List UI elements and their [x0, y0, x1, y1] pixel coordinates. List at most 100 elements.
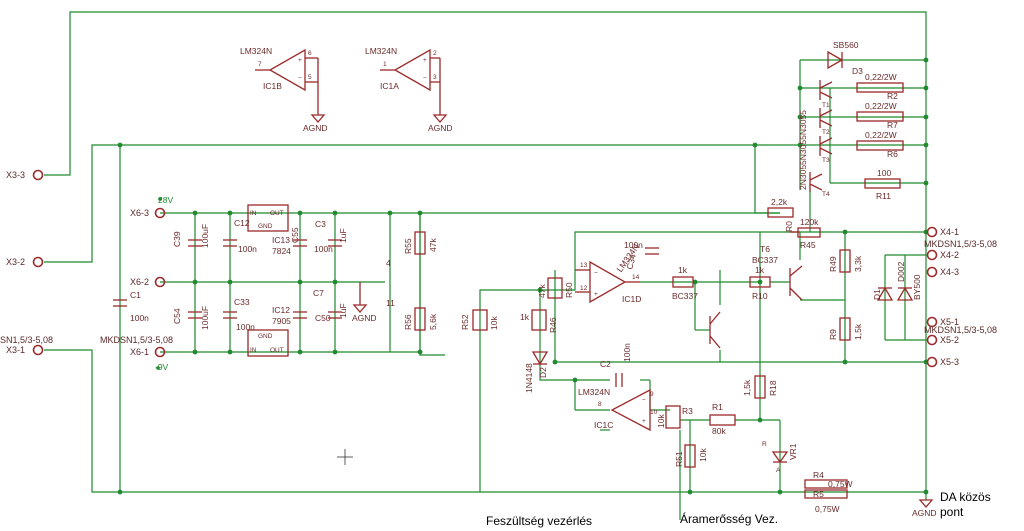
r51-label: R51	[674, 451, 684, 467]
resistor-r18	[754, 375, 766, 399]
c54-value: 100uF	[200, 306, 210, 330]
agnd-main: AGND	[912, 499, 937, 518]
r49-label: R49	[828, 256, 838, 272]
c1-value: 100n	[130, 313, 149, 323]
pin-label: 14	[632, 274, 640, 281]
x4-2-label: X4-2	[940, 250, 959, 260]
svg-text:+: +	[423, 57, 427, 64]
resistor-r9	[839, 317, 851, 341]
junction	[923, 57, 929, 63]
svg-text:+: +	[594, 291, 598, 298]
junction	[752, 142, 758, 148]
r10-1k-value: 1k	[755, 265, 765, 275]
regulator-ic12: GND IN OUT IC12 7905	[247, 305, 291, 357]
junction	[227, 279, 233, 285]
opamp-ic1d: −+ IC1D LM324N 13 12 14	[575, 242, 641, 304]
pad	[926, 266, 938, 278]
diode-type: BY500	[912, 274, 922, 300]
r6-label: R6	[887, 149, 898, 159]
r52-value: 10k	[489, 316, 499, 330]
x6-1-label: X6-1	[130, 347, 149, 357]
ic13-type: 7824	[272, 246, 291, 256]
resistor-2k2	[767, 207, 794, 218]
minus9-label: -9V	[155, 362, 169, 372]
junction	[387, 210, 393, 216]
c1-label: C1	[130, 290, 141, 300]
r11-value: 100	[877, 168, 891, 178]
junction	[757, 417, 763, 423]
resistor-r6	[856, 140, 904, 151]
c50-label: C50	[315, 313, 331, 323]
c-1u-label-2: 1uF	[338, 303, 348, 318]
d3-label: D3	[852, 66, 863, 76]
ic1b-name: IC1B	[263, 81, 282, 91]
svg-text:−: −	[594, 270, 598, 277]
pad	[926, 356, 938, 368]
junction	[687, 489, 693, 495]
crosshair-icon	[337, 449, 353, 465]
r1-label: R1	[712, 402, 723, 412]
pad	[926, 316, 938, 328]
c7-label: C7	[313, 288, 324, 298]
d3-type: SB560	[833, 40, 859, 50]
t6-label: T6	[760, 244, 770, 254]
r56-label: R56	[403, 314, 413, 330]
r-1k-value: 1k	[678, 265, 688, 275]
r4-label: R4	[813, 470, 824, 480]
x6-2-label: X6-2	[130, 277, 149, 287]
mk-left: MKDSN1,5/3-5,08	[100, 335, 173, 345]
resistor-r55	[414, 231, 426, 255]
reg-in: IN	[250, 210, 257, 217]
resistor-r3	[665, 405, 681, 429]
junction	[332, 279, 338, 285]
ic13-name: IC13	[272, 235, 290, 245]
resistor-r46	[531, 309, 547, 331]
junction	[757, 279, 763, 285]
junction	[417, 349, 423, 355]
r56-value: 5,6k	[428, 313, 438, 330]
junction	[297, 279, 303, 285]
voltage-control-note: Feszültség vezérlés	[486, 514, 592, 528]
junction	[692, 279, 698, 285]
t6-type: BC337	[752, 255, 778, 265]
junction	[797, 85, 803, 91]
r3-value: 10k	[656, 414, 666, 428]
r4-value: 0,75W	[828, 479, 853, 489]
c33-label: C33	[234, 297, 250, 307]
x3-3-label: X3-3	[6, 170, 25, 180]
agnd-regulator: AGND	[352, 282, 377, 323]
junction	[297, 349, 303, 355]
x3-2-label: X3-2	[6, 257, 25, 267]
pad	[154, 346, 166, 358]
r2-label: R2	[887, 91, 898, 101]
junction	[332, 210, 338, 216]
junction	[797, 142, 803, 148]
power-transistors: 2N3055N3055N3055 T1 T2 T3 T4	[790, 80, 833, 233]
svg-text:−: −	[423, 75, 427, 82]
junction	[923, 85, 929, 91]
ic12-type: 7905	[272, 316, 291, 326]
junction	[117, 142, 123, 148]
pad	[926, 249, 938, 261]
junction	[552, 359, 558, 365]
r0-label: R0	[784, 221, 794, 232]
svg-text:−: −	[642, 397, 646, 404]
d2-label: D2	[538, 367, 548, 378]
junction	[923, 114, 929, 120]
junction	[227, 210, 233, 216]
pin-label: 10	[650, 409, 658, 416]
wire-network	[44, 11, 927, 520]
c3-value: 100n	[314, 244, 333, 254]
ic1c-name: IC1C	[594, 420, 613, 430]
diodes: SB560 D3 D1 D002 BY500 1N4148 D2	[524, 40, 922, 393]
agnd-label: AGND	[303, 123, 328, 133]
ic1d-name: IC1D	[622, 294, 641, 304]
vr1-reference: R A VR1	[762, 441, 798, 474]
resistors	[414, 82, 904, 499]
pad	[926, 334, 938, 346]
ic1a-name: IC1A	[380, 81, 399, 91]
resistor-r51	[684, 444, 696, 468]
c55-label: C55	[290, 227, 300, 243]
junction	[572, 377, 578, 383]
connector-pads	[32, 169, 938, 368]
